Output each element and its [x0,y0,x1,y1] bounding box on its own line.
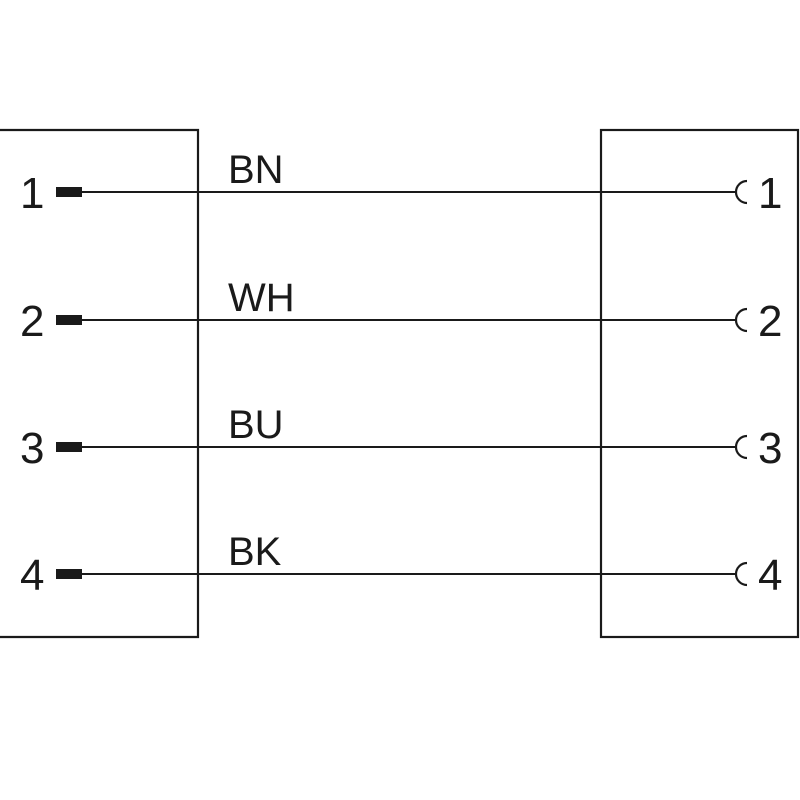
wire-color-label: BU [228,403,284,447]
wire-color-label: BK [228,530,282,574]
male-pin-icon [56,187,82,197]
male-pin-icon [56,442,82,452]
left-connector-housing [0,128,200,639]
right-pin-number: 1 [758,169,782,218]
wire-row-3: 3 BU 3 [20,403,782,473]
left-pin-number: 4 [20,551,44,600]
left-pin-number: 1 [20,169,44,218]
right-pin-number: 4 [758,551,782,600]
female-socket-icon [734,307,748,333]
female-socket-icon [734,561,748,587]
wire-color-label: WH [228,276,295,320]
wire-row-2: 2 WH 2 [20,276,782,346]
right-connector-housing [599,128,800,639]
male-pin-icon [56,569,82,579]
left-pin-number: 2 [20,297,44,346]
right-pin-number: 2 [758,297,782,346]
left-pin-number: 3 [20,424,44,473]
wire-color-label: BN [228,148,284,192]
wire-row-1: 1 BN 1 [20,148,782,218]
female-socket-icon [734,179,748,205]
wire-row-4: 4 BK 4 [20,530,782,600]
male-pin-icon [56,315,82,325]
right-pin-number: 3 [758,424,782,473]
female-socket-icon [734,434,748,460]
